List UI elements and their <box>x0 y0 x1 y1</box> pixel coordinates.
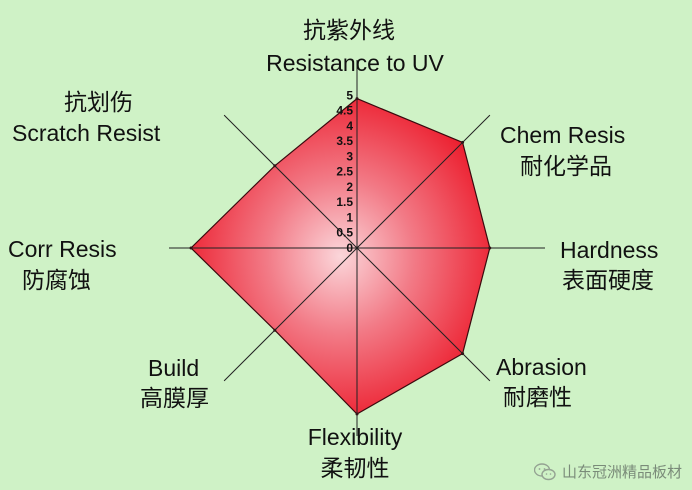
axis-line-1 <box>356 114 491 249</box>
axis-line-5 <box>223 247 358 382</box>
tick-label-8: 4 <box>346 119 353 133</box>
tick-label-4: 2 <box>346 180 353 194</box>
axis-label-zh-build: 高膜厚 <box>140 386 209 412</box>
tick-label-10: 5 <box>346 88 353 102</box>
axis-label-en-chem: Chem Resis <box>500 122 626 148</box>
axis-label-en-build: Build <box>148 355 200 381</box>
watermark-text: 山东冠洲精品板材 <box>561 463 682 481</box>
axis-label-zh-corr: 防腐蚀 <box>22 268 91 294</box>
tick-label-7: 3.5 <box>336 134 353 148</box>
axis-label-en-hardness: Hardness <box>560 237 659 263</box>
axis-label-en-flexibility: Flexibility <box>307 424 403 450</box>
axis-label-zh-scratch: 抗划伤 <box>64 90 133 116</box>
tick-label-2: 1 <box>346 211 353 225</box>
tick-label-0: 0 <box>346 241 353 255</box>
axis-label-zh-chem: 耐化学品 <box>520 154 612 180</box>
wechat-icon <box>533 462 556 480</box>
watermark: 山东冠洲精品板材 <box>533 461 682 482</box>
tick-label-6: 3 <box>346 149 353 163</box>
axis-label-en-uv: Resistance to UV <box>266 50 444 76</box>
axis-label-zh-uv: 抗紫外线 <box>303 18 395 44</box>
axis-line-7 <box>223 114 358 249</box>
tick-label-5: 2.5 <box>336 165 353 179</box>
tick-label-9: 4.5 <box>336 104 353 118</box>
axis-label-en-scratch: Scratch Resist <box>12 120 161 146</box>
axis-label-en-abrasion: Abrasion <box>496 354 587 380</box>
axis-label-zh-abrasion: 耐磨性 <box>503 385 572 411</box>
tick-label-3: 1.5 <box>336 195 353 209</box>
axis-label-zh-hardness: 表面硬度 <box>562 268 654 294</box>
axis-label-en-corr: Corr Resis <box>8 236 117 262</box>
tick-label-1: 0.5 <box>336 226 353 240</box>
axis-line-3 <box>356 247 491 382</box>
axis-label-zh-flexibility: 柔韧性 <box>320 456 390 482</box>
